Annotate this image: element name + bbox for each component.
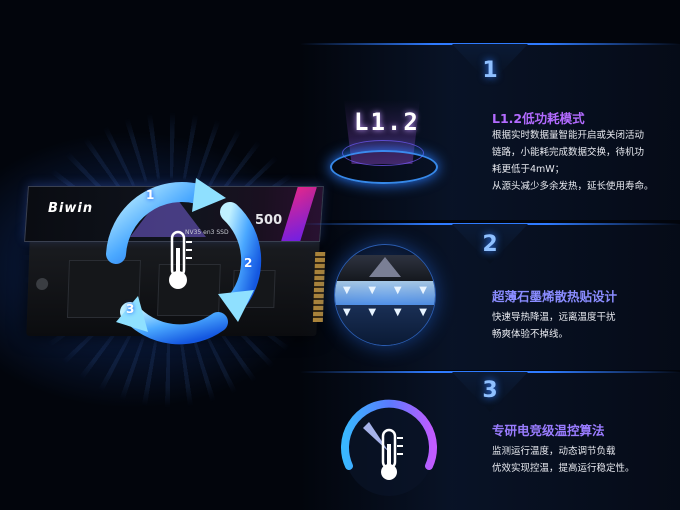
ssd-label-sub: NV35 en3 SSD xyxy=(185,229,229,236)
feature-desc-line: 优效实现控温，提高运行稳定性。 xyxy=(492,463,635,474)
feature-desc-line: 链路，小能耗完成数据交换，待机功 xyxy=(492,147,645,158)
feature-title-1: L1.2低功耗模式 xyxy=(492,111,585,126)
l12-badge-text: L1.2 xyxy=(354,108,420,136)
temperature-gauge-icon xyxy=(333,392,445,504)
l12-ring-outer xyxy=(330,150,438,184)
cycle-step-1: 1 xyxy=(146,188,155,202)
ssd-model: 500 xyxy=(255,213,283,228)
feature-title-3: 专研电竞级温控算法 xyxy=(492,423,605,438)
heat-arrows-icon: ▼▼▼▼ xyxy=(343,307,427,318)
feature-desc-line: 监测运行温度，动态调节负载 xyxy=(492,446,616,457)
feature-desc-line: 根据实时数据量智能开启或关闭活动 xyxy=(492,130,645,141)
cycle-step-2: 2 xyxy=(244,256,253,270)
graphene-logo-triangle xyxy=(369,257,401,277)
feature-desc-line: 从源头减少多余发热，延长使用寿命。 xyxy=(492,181,654,192)
heat-arrows-icon: ▼▼▼▼ xyxy=(343,285,427,296)
feature-number-1: 1 xyxy=(482,58,498,83)
feature-desc-line: 畅爽体验不掉线。 xyxy=(492,329,569,340)
feature-title-2: 超薄石墨烯散热贴设计 xyxy=(492,289,618,304)
graphene-base-layer xyxy=(335,305,435,345)
thermometer-icon xyxy=(169,230,192,289)
feature-desc-line: 快速导热降温，远离温度干扰 xyxy=(492,312,616,323)
cycle-step-3: 3 xyxy=(126,302,135,316)
graphene-sheet xyxy=(335,281,435,305)
cooling-cycle: 1 2 3 xyxy=(78,172,278,352)
feature-desc-line: 耗更低于4mW； xyxy=(492,164,565,175)
ssd-brand: Biwin xyxy=(48,201,94,216)
l12-badge-icon: L1.2 xyxy=(322,92,442,188)
feature-desc-3: 监测运行温度，动态调节负载 优效实现控温，提高运行稳定性。 xyxy=(492,443,635,477)
feature-number-2: 2 xyxy=(482,232,498,257)
graphene-layer-icon: ▼▼▼▼ ▼▼▼▼ xyxy=(334,244,436,346)
feature-number-3: 3 xyxy=(482,378,498,403)
feature-desc-2: 快速导热降温，远离温度干扰 畅爽体验不掉线。 xyxy=(492,309,616,343)
feature-desc-1: 根据实时数据量智能开启或关闭活动 链路，小能耗完成数据交换，待机功 耗更低于4m… xyxy=(492,127,654,195)
ssd-mount-hole xyxy=(35,278,49,290)
cycle-arrows-icon xyxy=(106,178,262,345)
